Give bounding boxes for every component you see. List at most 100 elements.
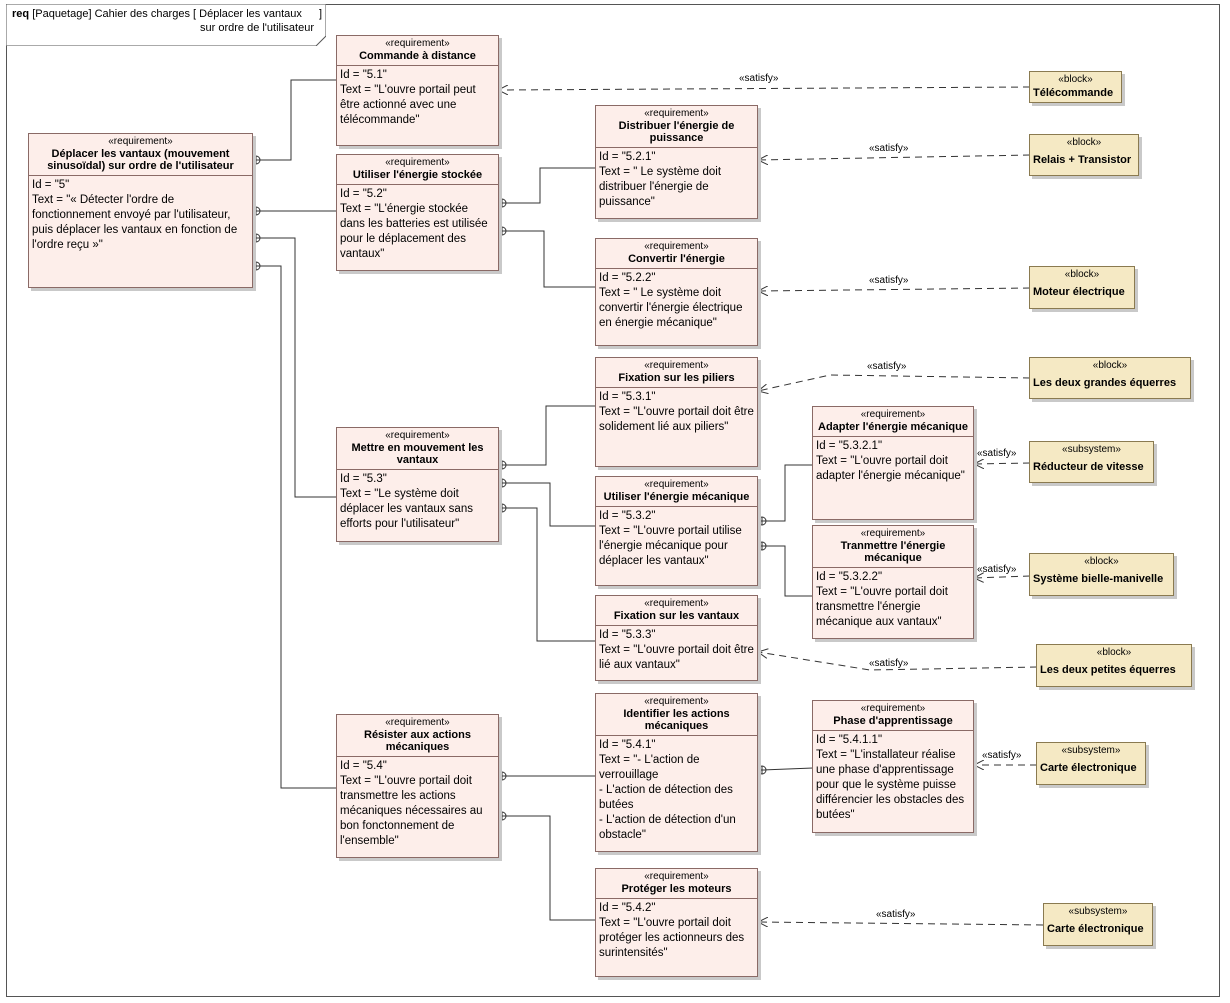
requirement-name: Identifier les actions mécaniques [623, 708, 730, 732]
containment-circle [251, 155, 261, 165]
block-petites-equerres[interactable]: «block» Les deux petites équerres [1036, 644, 1192, 687]
diagram-name-close: ] [318, 8, 322, 20]
containment-5.4.1-5.4.1.1 [761, 767, 814, 771]
requirement-5-4-2[interactable]: «requirement» Protéger les moteurs Id = … [595, 868, 758, 977]
requirement-5-1[interactable]: «requirement» Commande à distance Id = "… [336, 35, 499, 146]
requirement-id: Id = "5.3.1" [599, 391, 656, 403]
block-name: Les deux grandes équerres [1033, 377, 1177, 389]
requirement-5-2-1[interactable]: «requirement» Distribuer l'énergie de pu… [595, 105, 758, 219]
requirement-5-4[interactable]: «requirement» Résister aux actions mécan… [336, 714, 499, 858]
block-name: Télécommande [1033, 87, 1114, 99]
satisfy-label: «satisfy» [977, 448, 1017, 459]
containment-5-5.4 [256, 265, 337, 789]
requirement-text: Text = "L'ouvre portail peut être action… [340, 84, 476, 126]
requirement-5-2-2[interactable]: «requirement» Convertir l'énergie Id = "… [595, 238, 758, 346]
requirement-5-2[interactable]: «requirement» Utiliser l'énergie stockée… [336, 154, 499, 271]
requirement-5[interactable]: «requirement» Déplacer les vantaux (mouv… [28, 133, 253, 288]
stereotype: «requirement» [385, 38, 450, 49]
stereotype: «block» [1058, 74, 1093, 85]
stereotype: «requirement» [860, 409, 926, 420]
subsystem-reducteur-vitesse[interactable]: «subsystem» Réducteur de vitesse [1029, 441, 1154, 483]
containment-circle [757, 541, 767, 551]
containment-5.2-5.2.2 [502, 230, 596, 288]
satisfy-label: «satisfy» [977, 564, 1017, 575]
block-name: Carte électronique [1040, 762, 1137, 774]
containment-circle [757, 516, 767, 526]
diagram-header-label: req [Paquetage] Cahier des charges [ Dép… [12, 8, 322, 21]
requirement-name: Phase d'apprentissage [833, 715, 953, 727]
block-name: Système bielle-manivelle [1033, 573, 1164, 585]
containment-5.2-5.2.1 [502, 167, 596, 204]
stereotype: «requirement» [385, 430, 450, 441]
block-name: Réducteur de vitesse [1033, 461, 1144, 473]
stereotype: «subsystem» [1062, 444, 1121, 455]
stereotype: «block» [1084, 556, 1119, 567]
diagram-package: [Paquetage] Cahier des charges [32, 8, 190, 20]
containment-5.3.2-5.3.2.1 [762, 464, 813, 522]
requirement-name: Résister aux actions mécaniques [364, 729, 471, 753]
requirement-5-3[interactable]: «requirement» Mettre en mouvement les va… [336, 427, 499, 542]
stereotype: «requirement» [644, 871, 709, 882]
stereotype: «block» [1066, 137, 1102, 148]
containment-circle [757, 765, 767, 775]
block-moteur-electrique[interactable]: «block» Moteur électrique [1029, 266, 1135, 309]
requirement-id: Id = "5.3.2.1" [816, 440, 883, 452]
subsystem-carte-electronique[interactable]: «subsystem» Carte électronique [1036, 742, 1146, 785]
containment-circle [251, 233, 261, 243]
requirement-5-4-1-1[interactable]: «requirement» Phase d'apprentissage Id =… [812, 700, 974, 833]
requirement-text: Text = " Le système doit distribuer l'én… [599, 166, 722, 208]
requirement-5-3-2-1[interactable]: «requirement» Adapter l'énergie mécaniqu… [812, 406, 974, 520]
containment-5.4-5.4.2 [502, 815, 596, 921]
stereotype: «requirement» [644, 108, 709, 119]
requirement-5-3-2[interactable]: «requirement» Utiliser l'énergie mécaniq… [595, 476, 758, 586]
block-bielle-manivelle[interactable]: «block» Système bielle-manivelle [1029, 553, 1174, 596]
requirement-text: Text = "L'ouvre portail doit protéger le… [599, 917, 745, 959]
block-name: Les deux petites équerres [1040, 664, 1176, 676]
requirement-5-3-2-2[interactable]: «requirement» Tranmettre l'énergie mécan… [812, 525, 974, 639]
requirement-text: Text = "« Détecter l'ordre de fonctionne… [32, 194, 238, 251]
containment-circle [497, 503, 507, 513]
block-name: Moteur électrique [1033, 286, 1125, 298]
block-telecommande[interactable]: «block» Télécommande [1029, 71, 1122, 103]
satisfy-arrow-reducteur [974, 463, 1031, 464]
requirement-5-4-1[interactable]: «requirement» Identifier les actions méc… [595, 693, 758, 852]
satisfy-arrow-bielle [974, 576, 1031, 578]
containment-circle [497, 811, 507, 821]
requirement-id: Id = "5.2.2" [599, 272, 656, 284]
requirement-id: Id = "5.3.2.2" [816, 571, 883, 583]
requirement-name: Utiliser l'énergie stockée [352, 169, 483, 181]
block-name: Relais + Transistor [1033, 154, 1132, 166]
requirement-text: Text = "L'installateur réalise une phase… [816, 749, 965, 821]
requirement-text: Text = "- L'action de verrouillage - L'a… [599, 754, 736, 841]
stereotype: «subsystem» [1061, 745, 1121, 756]
requirement-id: Id = "5.4.1" [599, 739, 656, 751]
containment-5.3-5.3.2 [502, 482, 596, 527]
requirement-name: Convertir l'énergie [628, 253, 725, 265]
requirement-id: Id = "5.3.3" [599, 629, 656, 641]
requirement-text: Text = "L'ouvre portail doit être lié au… [599, 644, 754, 671]
satisfy-label: «satisfy» [982, 750, 1022, 761]
block-relais-transistor[interactable]: «block» Relais + Transistor [1029, 134, 1139, 176]
requirement-text: Text = "Le système doit déplacer les van… [340, 488, 473, 530]
containment-5-5.1 [256, 79, 337, 161]
satisfy-label: «satisfy» [867, 361, 907, 372]
stereotype: «requirement» [644, 598, 709, 609]
requirement-5-3-3[interactable]: «requirement» Fixation sur les vantaux I… [595, 595, 758, 681]
block-grandes-equerres[interactable]: «block» Les deux grandes équerres [1029, 357, 1191, 399]
satisfy-label: «satisfy» [876, 909, 916, 920]
requirement-id: Id = "5.2" [340, 188, 387, 200]
requirement-text: Text = " Le système doit convertir l'éne… [599, 287, 743, 329]
requirement-5-3-1[interactable]: «requirement» Fixation sur les piliers I… [595, 357, 758, 467]
containment-circle [497, 478, 507, 488]
containment-circle [497, 198, 507, 208]
requirement-id: Id = "5.4" [340, 760, 387, 772]
requirement-name: Fixation sur les piliers [618, 372, 735, 384]
subsystem-carte-electronique-2[interactable]: «subsystem» Carte électronique [1043, 903, 1153, 946]
requirement-name: Adapter l'énergie mécanique [818, 421, 968, 433]
requirement-id: Id = "5.4.1.1" [816, 734, 883, 746]
requirement-name: Fixation sur les vantaux [613, 610, 740, 622]
satisfy-arrow-grandes [758, 374, 1031, 391]
stereotype: «requirement» [108, 136, 173, 147]
satisfy-arrow-petites [758, 652, 1038, 671]
requirement-name: Protéger les moteurs [621, 883, 732, 895]
